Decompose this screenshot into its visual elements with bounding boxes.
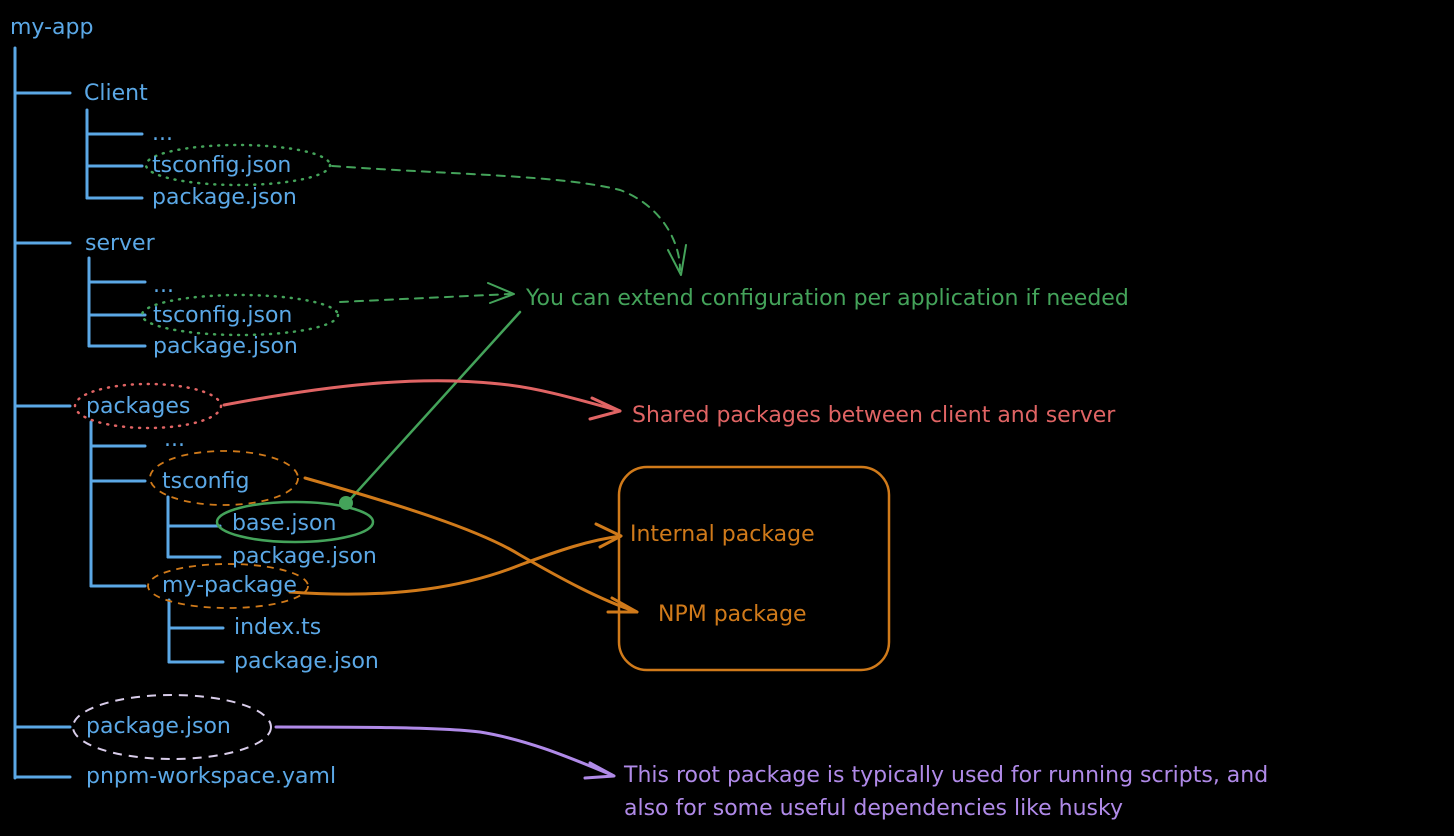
package-types-box [617, 465, 891, 672]
base-json-file: base.json [232, 511, 336, 536]
extend-config-note: You can extend configuration per applica… [525, 286, 1129, 311]
server-tsconfig-highlight [140, 293, 340, 337]
tsconfig-npm-arrow [303, 476, 639, 614]
my-package-highlight [147, 563, 309, 609]
base-json-anchor-dot [339, 496, 353, 510]
client-package-file: package.json [152, 185, 297, 210]
base-json-highlight [215, 500, 375, 544]
server-tsconfig-arrowhead [487, 282, 515, 304]
index-ts-file: index.ts [234, 615, 321, 640]
root-package-file: package.json [86, 714, 231, 739]
root-folder-label: my-app [10, 15, 93, 40]
root-package-arrow [274, 725, 614, 777]
packages-ellipsis: ... [164, 427, 185, 452]
server-tsconfig-file: tsconfig.json [153, 303, 292, 328]
server-folder-label: server [85, 231, 156, 256]
mypackage-internal-arrowhead [594, 522, 623, 549]
my-package-package-file: package.json [234, 649, 379, 674]
client-tsconfig-file: tsconfig.json [152, 153, 291, 178]
tsconfig-folder-label: tsconfig [162, 469, 249, 494]
root-package-note-line2: also for some useful dependencies like h… [624, 796, 1123, 821]
tsconfig-highlight [149, 450, 299, 506]
server-package-file: package.json [153, 334, 298, 359]
base-json-arrow [343, 310, 522, 507]
workspace-file: pnpm-workspace.yaml [86, 764, 336, 789]
root-package-arrowhead [583, 761, 616, 780]
client-tsconfig-highlight [144, 143, 332, 187]
tsconfig-package-file: package.json [232, 544, 377, 569]
packages-highlight [73, 382, 223, 430]
my-package-folder-label: my-package [162, 573, 297, 598]
npm-package-label: NPM package [658, 602, 807, 627]
shared-packages-note: Shared packages between client and serve… [632, 403, 1116, 428]
root-package-highlight [72, 694, 272, 760]
client-tsconfig-arrow [331, 165, 681, 271]
packages-folder-label: packages [86, 394, 190, 419]
tsconfig-npm-arrowhead [606, 596, 639, 614]
client-tsconfig-arrowhead [667, 244, 687, 276]
tree-lines [13, 46, 225, 780]
packages-arrow [222, 379, 622, 413]
client-ellipsis: ... [152, 121, 173, 146]
server-tsconfig-arrow [339, 293, 511, 303]
server-ellipsis: ... [153, 273, 174, 298]
packages-arrowhead [588, 396, 622, 421]
client-folder-label: Client [84, 81, 148, 106]
root-package-note-line1: This root package is typically used for … [623, 763, 1268, 788]
mypackage-internal-arrow [288, 534, 623, 596]
internal-package-label: Internal package [630, 522, 815, 547]
